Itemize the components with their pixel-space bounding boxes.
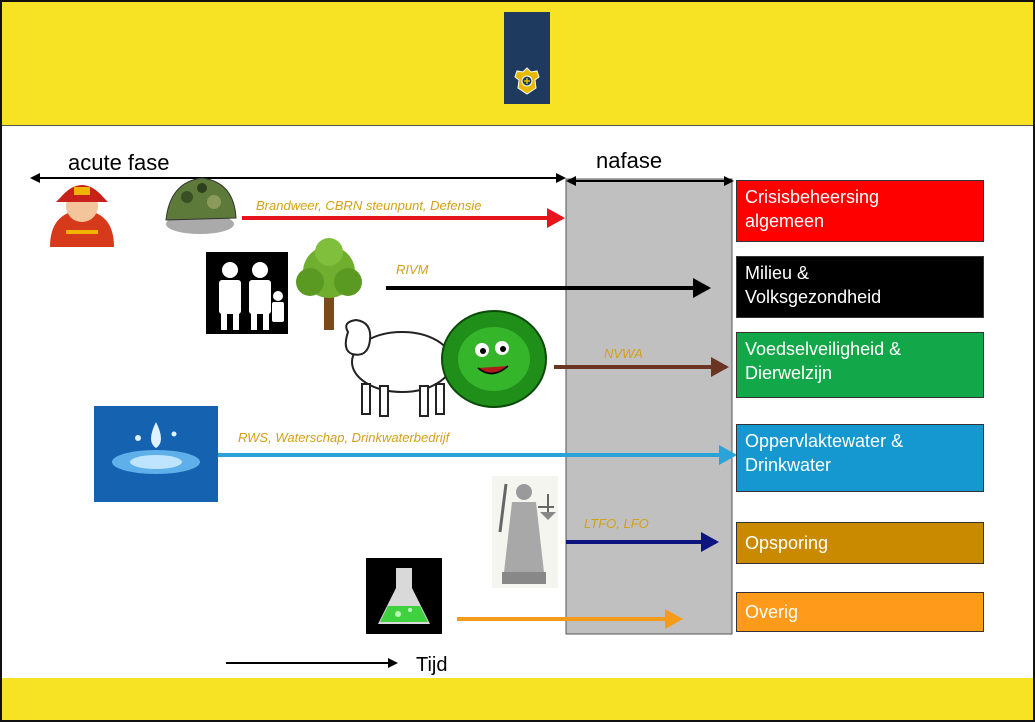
- flow-label-rws: RWS, Waterschap, Drinkwaterbedrijf: [238, 430, 450, 445]
- flow-label-ltfo: LTFO, LFO: [584, 516, 649, 531]
- government-logo: [504, 12, 550, 104]
- family-icon: [206, 252, 288, 334]
- domain-water-line2: Drinkwater: [745, 455, 832, 475]
- domain-milieu-line2: Volksgezondheid: [745, 287, 882, 307]
- after-phase-label: nafase: [596, 148, 663, 173]
- tree-icon: [296, 238, 362, 330]
- flow-label-rivm: RIVM: [396, 262, 429, 277]
- domain-crisis-line1: Crisisbeheersing: [745, 187, 880, 207]
- domain-box-water: Oppervlaktewater & Drinkwater: [736, 424, 984, 492]
- firefighter-icon: [50, 185, 114, 247]
- footer-band: [2, 678, 1033, 720]
- domain-voedsel-line1: Voedselveiligheid &: [745, 339, 902, 359]
- domain-box-voedsel: Voedselveiligheid & Dierwelzijn: [736, 332, 984, 398]
- army-helmet-icon: [165, 177, 237, 234]
- domain-milieu-line1: Milieu &: [745, 263, 810, 283]
- domain-crisis-line2: algemeen: [745, 211, 825, 231]
- domain-box-crisis: Crisisbeheersing algemeen: [736, 180, 984, 242]
- domain-box-milieu: Milieu & Volksgezondheid: [736, 256, 984, 318]
- flask-icon: [366, 558, 442, 634]
- acute-phase-label: acute fase: [68, 150, 170, 175]
- flow-label-nvwa: NVWA: [604, 346, 643, 361]
- domain-box-opsporing: Opsporing: [736, 522, 984, 564]
- domain-overig-line1: Overig: [745, 602, 799, 622]
- domain-voedsel-line2: Dierwelzijn: [745, 363, 833, 383]
- domain-box-overig: Overig: [736, 592, 984, 632]
- justice-statue-icon: [492, 476, 558, 588]
- time-label: Tijd: [416, 654, 448, 676]
- water-drop-icon: [94, 406, 218, 502]
- domain-opsporing-line1: Opsporing: [745, 533, 829, 553]
- after-phase-panel: [565, 178, 733, 635]
- coat-of-arms-icon: [514, 67, 540, 95]
- flow-label-brandweer: Brandweer, CBRN steunpunt, Defensie: [256, 198, 482, 213]
- lettuce-icon: [441, 310, 547, 408]
- cow-icon: [344, 318, 459, 417]
- domain-water-line1: Oppervlaktewater &: [745, 431, 904, 451]
